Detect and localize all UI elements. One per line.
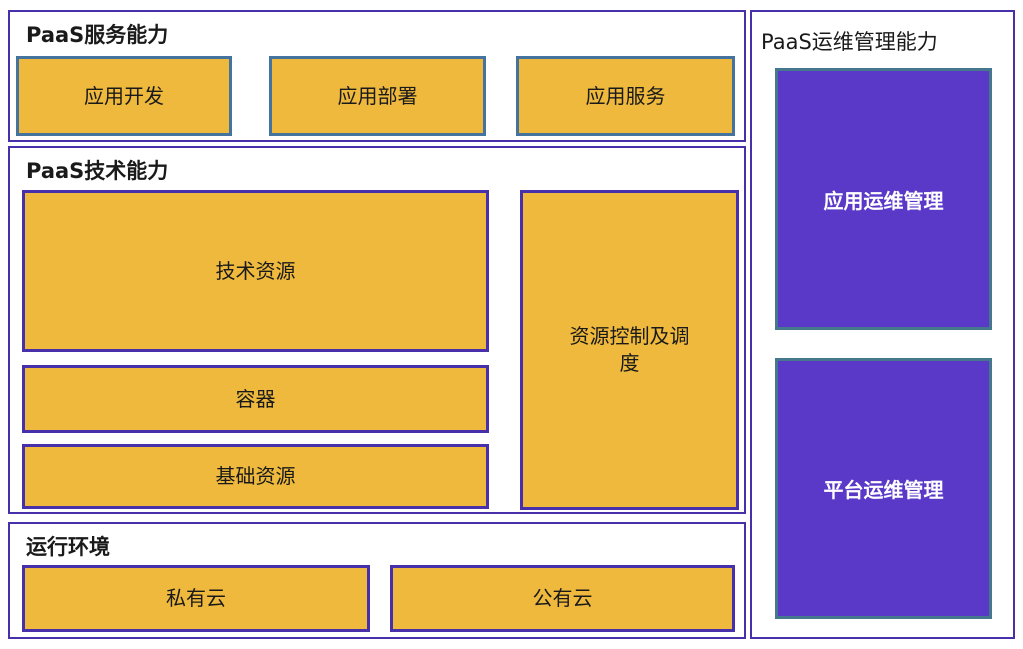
section-paas-service: PaaS服务能力 应用开发 应用部署 应用服务 — [8, 10, 746, 142]
box-basic-resources: 基础资源 — [22, 444, 489, 509]
box-resource-control-scheduling: 资源控制及调度 — [520, 190, 739, 510]
box-app-ops-management: 应用运维管理 — [775, 68, 992, 330]
box-app-deployment-label: 应用部署 — [337, 83, 418, 108]
section-paas-tech: PaaS技术能力 技术资源 容器 基础资源 资源控制及调度 — [8, 146, 746, 514]
paas-tech-title: PaaS技术能力 — [26, 159, 169, 183]
paas-service-title: PaaS服务能力 — [26, 23, 169, 47]
box-app-service: 应用服务 — [516, 56, 735, 136]
box-basic-resources-label: 基础资源 — [215, 464, 296, 488]
box-public-cloud-label: 公有云 — [532, 586, 593, 610]
runtime-title: 运行环境 — [26, 535, 110, 559]
box-app-development-label: 应用开发 — [84, 83, 164, 108]
box-container: 容器 — [22, 365, 489, 433]
box-private-cloud-label: 私有云 — [166, 586, 226, 610]
box-tech-resources: 技术资源 — [22, 190, 489, 352]
box-platform-ops-management-label: 平台运维管理 — [823, 478, 944, 502]
box-private-cloud: 私有云 — [22, 565, 370, 632]
box-container-label: 容器 — [235, 386, 276, 411]
box-public-cloud: 公有云 — [390, 565, 735, 632]
box-app-development: 应用开发 — [16, 56, 232, 136]
box-resource-control-scheduling-label: 资源控制及调度 — [569, 324, 690, 375]
section-paas-ops: PaaS运维管理能力 应用运维管理 平台运维管理 — [750, 10, 1015, 639]
box-platform-ops-management: 平台运维管理 — [775, 358, 992, 619]
section-runtime: 运行环境 私有云 公有云 — [8, 522, 746, 639]
box-app-deployment: 应用部署 — [269, 56, 486, 136]
box-app-service-label: 应用服务 — [585, 83, 666, 108]
paas-ops-title: PaaS运维管理能力 — [761, 30, 938, 54]
box-tech-resources-label: 技术资源 — [215, 258, 296, 283]
box-app-ops-management-label: 应用运维管理 — [823, 188, 944, 213]
